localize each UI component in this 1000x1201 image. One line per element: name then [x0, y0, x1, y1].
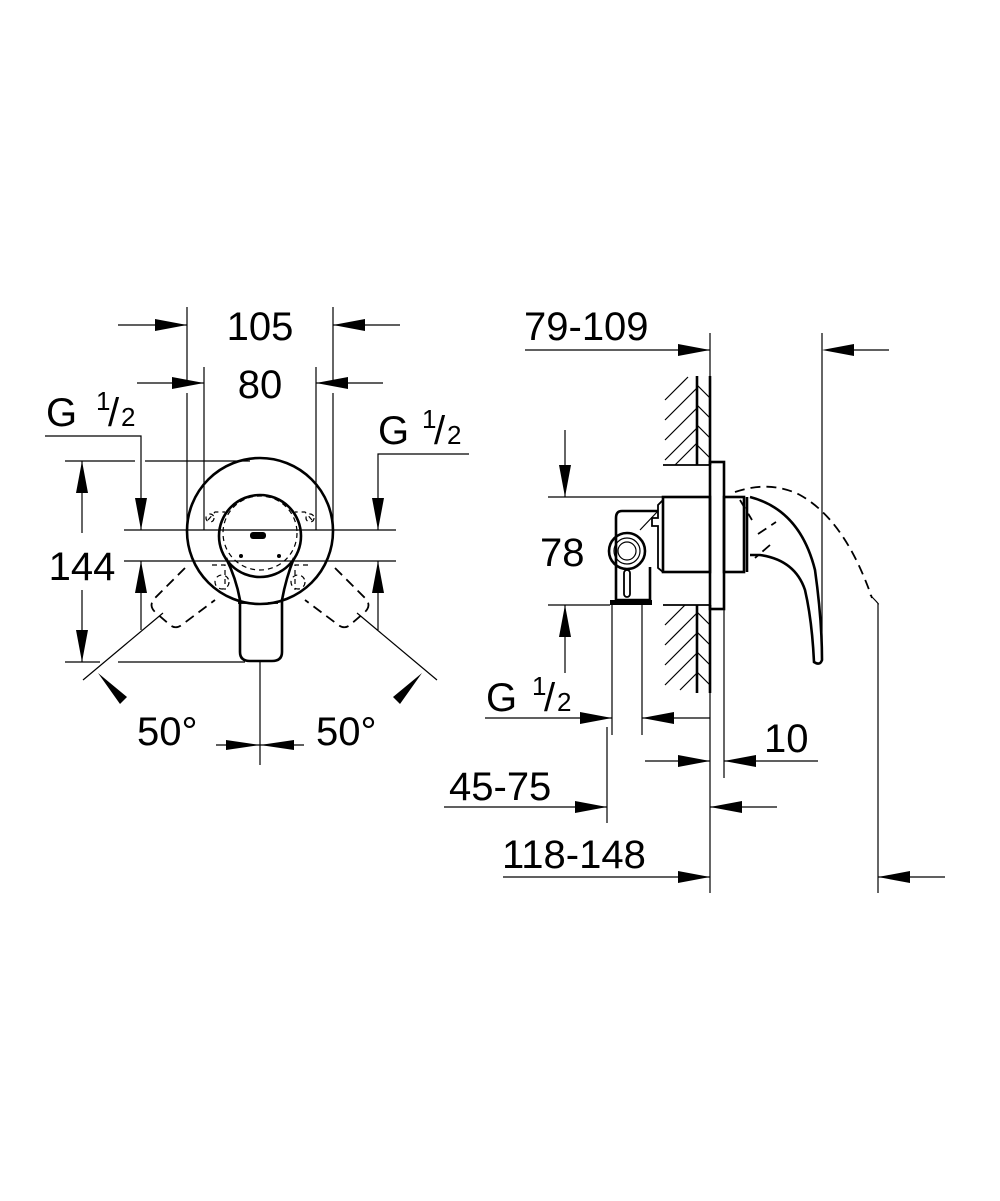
dimension-78: 78 [540, 430, 663, 673]
g-prefix: G [46, 391, 77, 435]
dim-105-label: 105 [227, 305, 294, 349]
fraction-numerator: 1 [96, 386, 110, 416]
dim-78-label: 78 [540, 531, 585, 575]
lever-handle [224, 557, 296, 663]
fraction-slash: / [434, 409, 446, 453]
dim-80-label: 80 [238, 363, 283, 407]
svg-text:G: G [46, 391, 77, 435]
cover-plate [708, 460, 726, 611]
side-view: 79-109 [444, 305, 945, 893]
dimension-45-75: 45-75 [444, 727, 777, 823]
dimension-10: 10 [645, 609, 818, 778]
fraction-numerator: 1 [532, 671, 546, 701]
escutcheon-plate [185, 456, 335, 606]
connection-label-left: G 1 / 2 [45, 386, 147, 530]
dim-79-109-label: 79-109 [524, 305, 649, 349]
elbow-fitting [614, 509, 658, 602]
fraction-denominator: 2 [557, 687, 571, 717]
angle-right-label: 50° [316, 710, 377, 754]
valve-body [661, 495, 712, 574]
fraction-denominator: 2 [121, 402, 135, 432]
wall-section-lower [663, 604, 712, 693]
connection-label-right: G 1 / 2 [372, 404, 469, 530]
dim-45-75-label: 45-75 [449, 765, 551, 809]
dim-10-label: 10 [764, 717, 809, 761]
dim-118-148-label: 118-148 [502, 833, 646, 877]
g-prefix: G [378, 409, 409, 453]
dimension-79-109: 79-109 [524, 305, 889, 893]
wall-section-upper [663, 376, 712, 466]
lever-side [749, 495, 824, 665]
front-view: 105 80 G 1 / 2 G 1 [45, 305, 469, 765]
g-prefix: G [486, 676, 517, 720]
dim-144-label: 144 [49, 545, 116, 589]
dimension-118-148: 118-148 [502, 833, 945, 883]
connection-label-side: G 1 / 2 [485, 605, 710, 735]
fraction-denominator: 2 [447, 420, 461, 450]
fraction-slash: / [108, 391, 120, 435]
fraction-numerator: 1 [422, 404, 436, 434]
fraction-slash: / [544, 676, 556, 720]
angle-left-label: 50° [137, 710, 198, 754]
dimension-105: 105 [118, 305, 400, 380]
dimension-144: 144 [49, 460, 250, 663]
dimension-80: 80 [137, 363, 383, 530]
